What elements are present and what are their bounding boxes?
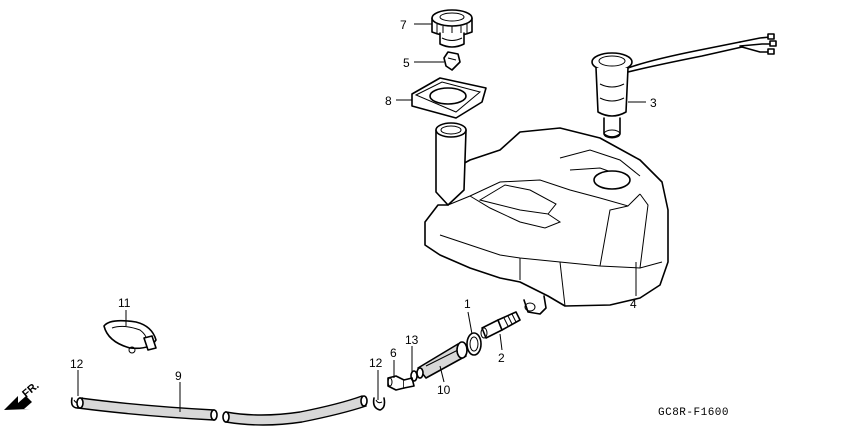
callout-6: 6 — [390, 346, 397, 360]
callout-labels: 7 5 8 3 4 11 12 9 12 6 13 10 1 2 — [70, 18, 657, 397]
gasket[interactable] — [411, 77, 487, 119]
callout-7: 7 — [400, 18, 407, 32]
fuel-gauge[interactable] — [591, 33, 777, 139]
fuel-joint[interactable] — [480, 311, 521, 339]
leader-lines — [77, 23, 646, 412]
callout-1: 1 — [464, 297, 471, 311]
callout-3: 3 — [650, 96, 657, 110]
o-ring-small[interactable] — [410, 370, 418, 382]
hose-joint[interactable] — [387, 375, 415, 391]
direction-label: FR. — [20, 380, 41, 401]
callout-10: 10 — [437, 383, 451, 397]
fuel-cap[interactable] — [431, 9, 473, 48]
fuel-strainer[interactable] — [416, 341, 468, 379]
callout-4: 4 — [630, 297, 637, 311]
fuel-tank[interactable] — [424, 122, 669, 315]
figure-code: GC8R-F1600 — [658, 407, 729, 419]
fuel-hose[interactable] — [76, 395, 368, 426]
callout-12-right: 12 — [369, 356, 383, 370]
callout-12-left: 12 — [70, 357, 84, 371]
callout-13: 13 — [405, 333, 419, 347]
callout-5: 5 — [403, 56, 410, 70]
o-ring[interactable] — [466, 332, 482, 356]
front-direction-arrow: FR. — [4, 380, 42, 410]
callout-2: 2 — [498, 351, 505, 365]
filter-clip[interactable] — [443, 51, 461, 71]
callout-9: 9 — [175, 369, 182, 383]
callout-8: 8 — [385, 94, 392, 108]
callout-11: 11 — [118, 296, 131, 310]
hose-clip-right[interactable] — [372, 397, 386, 411]
hose-clamp[interactable] — [103, 319, 157, 354]
